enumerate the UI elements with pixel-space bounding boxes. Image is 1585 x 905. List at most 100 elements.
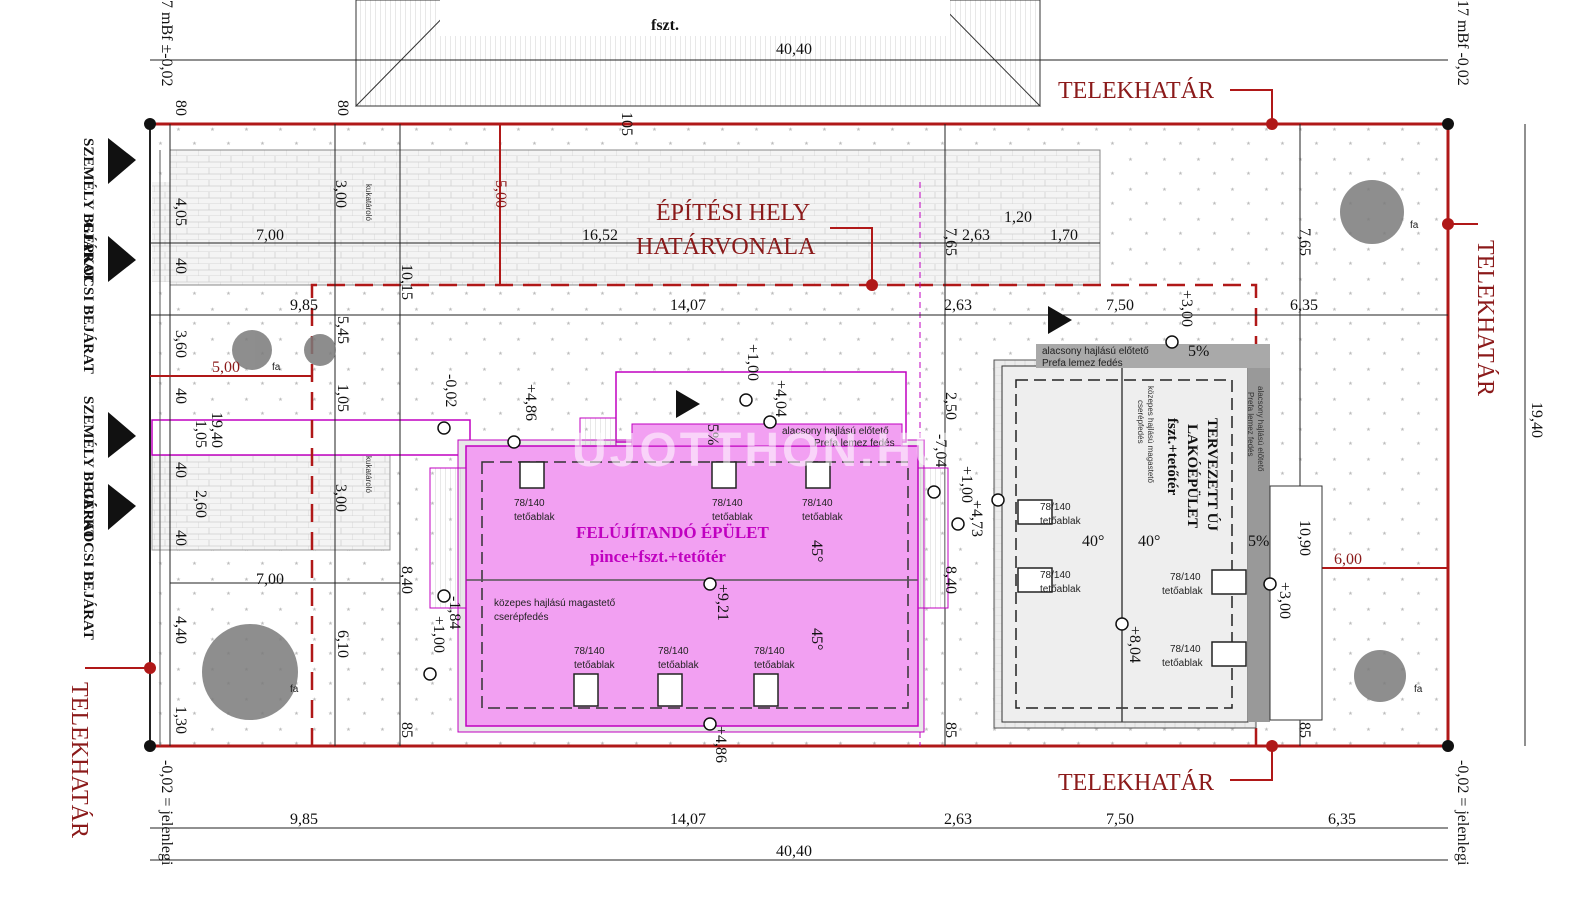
level-5: +9,21 bbox=[714, 584, 731, 621]
dim-seg-d-mid: 7,50 bbox=[1106, 297, 1134, 314]
new-building-title-3: fszt.+tetőtér bbox=[1164, 418, 1180, 496]
dim-10-90: 10,90 bbox=[1296, 520, 1313, 556]
level-1: +1,00 bbox=[744, 344, 761, 381]
level-2: +4,04 bbox=[772, 380, 789, 417]
dim-1-30: 1,30 bbox=[172, 706, 189, 734]
dim-8-40-a: 8,40 bbox=[398, 566, 415, 594]
skylight-size-2: 78/140 bbox=[712, 498, 743, 509]
dim-80-a: 80 bbox=[172, 100, 189, 116]
dim-seg-e-mid: 6,35 bbox=[1290, 297, 1318, 314]
entrance-label-3: SZEMÉLY BEJÁRAT bbox=[80, 396, 97, 540]
dim-85-c: 85 bbox=[1296, 722, 1313, 738]
trees bbox=[202, 180, 1406, 720]
dim-40-d: 40 bbox=[172, 530, 189, 546]
new-porch-side-2: Prefa lemez fedés bbox=[1246, 392, 1255, 456]
level-left-top: 7 mBf ±-0,02 bbox=[158, 0, 175, 87]
old-porch-label-1: alacsony hajlású előtető bbox=[782, 426, 889, 437]
dim-5-45: 5,45 bbox=[334, 316, 351, 344]
bin-label-2: kukatároló bbox=[364, 456, 373, 493]
skylight-word-8: tetőablak bbox=[1040, 584, 1082, 595]
dim-10-15: 10,15 bbox=[398, 264, 415, 300]
dim-1-20: 1,20 bbox=[1004, 209, 1032, 226]
dim-seg-a-mid: 9,85 bbox=[290, 297, 318, 314]
skylight-size-10: 78/140 bbox=[1170, 644, 1201, 655]
skylight-word-1: tetőablak bbox=[514, 512, 556, 523]
skylight-word-9: tetőablak bbox=[1162, 586, 1204, 597]
paving-left-1 bbox=[152, 182, 390, 282]
skylight-size-3: 78/140 bbox=[802, 498, 833, 509]
level-right-top: 17 mBf -0,02 bbox=[1454, 0, 1471, 86]
dim-2-60: 2,60 bbox=[192, 490, 209, 518]
dim-seg-e-bottom: 6,35 bbox=[1328, 811, 1356, 828]
new-porch-label-2: Prefa lemez fedés bbox=[1042, 358, 1123, 369]
tree-label-4: fa bbox=[272, 362, 281, 373]
corner-markers bbox=[144, 118, 1454, 752]
slope-45-a: 45° bbox=[808, 540, 825, 562]
building-zone-label-1: ÉPÍTÉSI HELY bbox=[656, 200, 810, 226]
dim-4-05: 4,05 bbox=[172, 198, 189, 226]
bin-label-1: kukatároló bbox=[364, 184, 373, 221]
old-porch-label-2: Prefa lemez fedés bbox=[814, 438, 895, 449]
new-roof-label-1: közepes hajlású magastető bbox=[1146, 386, 1155, 484]
dim-7-00-bottom: 7,00 bbox=[256, 571, 284, 588]
slope-5-c: 5% bbox=[1188, 343, 1209, 360]
level-12: +8,04 bbox=[1126, 626, 1143, 663]
dim-40-c: 40 bbox=[172, 462, 189, 478]
dim-seg-c-bottom: 2,63 bbox=[944, 811, 972, 828]
skylights-new bbox=[1017, 499, 1247, 667]
skylight-word-2: tetőablak bbox=[712, 512, 754, 523]
neighbour-building bbox=[354, 0, 1042, 107]
skylight-word-4: tetőablak bbox=[574, 660, 616, 671]
new-porch-label-1: alacsony hajlású előtető bbox=[1042, 346, 1149, 357]
dim-16-52: 16,52 bbox=[582, 227, 618, 244]
dim-3-00-a: 3,00 bbox=[332, 180, 349, 208]
tree-label-2: fa bbox=[1410, 220, 1419, 231]
skylight-word-6: tetőablak bbox=[754, 660, 796, 671]
dim-19-40-right: 19,40 bbox=[1528, 402, 1545, 438]
new-porch-side-1: alacsony hajlású előtető bbox=[1256, 386, 1265, 472]
dim-40-a: 40 bbox=[172, 258, 189, 274]
neighbour-building-label: fszt. bbox=[651, 17, 679, 34]
dim-2-63-top: 2,63 bbox=[962, 227, 990, 244]
dim-7-65-b: 7,65 bbox=[1296, 228, 1313, 256]
new-building-title-1: TERVEZETT ÚJ bbox=[1204, 418, 1221, 531]
level-3: +4,86 bbox=[522, 384, 539, 421]
dim-6-00: 6,00 bbox=[1334, 551, 1362, 568]
skylight-size-4: 78/140 bbox=[574, 646, 605, 657]
dim-1-70: 1,70 bbox=[1050, 227, 1078, 244]
dim-6-10: 6,10 bbox=[334, 630, 351, 658]
new-roof-label-2: cserépfedés bbox=[1136, 400, 1145, 444]
level-13: +3,00 bbox=[1276, 582, 1293, 619]
boundary-label-top: TELEKHATÁR bbox=[1058, 78, 1214, 104]
skylight-size-6: 78/140 bbox=[754, 646, 785, 657]
skylight-size-5: 78/140 bbox=[658, 646, 689, 657]
dim-seg-b-bottom: 14,07 bbox=[670, 811, 706, 828]
level-markers bbox=[423, 335, 1277, 731]
level-6: -1,84 bbox=[446, 596, 463, 629]
dim-1-05-b: 1,05 bbox=[334, 384, 351, 412]
level-14: +3,00 bbox=[1178, 290, 1195, 327]
skylight-size-1: 78/140 bbox=[514, 498, 545, 509]
dim-85-b: 85 bbox=[942, 722, 959, 738]
tree-label-1: fa bbox=[290, 684, 299, 695]
dim-1-05-a: 1,05 bbox=[192, 420, 209, 448]
dim-8-40-b: 8,40 bbox=[942, 566, 959, 594]
skylight-size-9: 78/140 bbox=[1170, 572, 1201, 583]
dim-total-bottom: 40,40 bbox=[776, 843, 812, 860]
entrance-arrows bbox=[108, 138, 136, 530]
skylight-word-10: tetőablak bbox=[1162, 658, 1204, 669]
old-building-subtitle: pince+fszt.+tetőtér bbox=[590, 547, 726, 566]
slope-40-a: 40° bbox=[1082, 533, 1104, 550]
dim-2-50: 2,50 bbox=[942, 392, 959, 420]
new-building-title-2: LAKÓÉPÜLET bbox=[1184, 424, 1201, 528]
dim-4-40: 4,40 bbox=[172, 616, 189, 644]
old-building-title: FELÚJÍTANDÓ ÉPÜLET bbox=[576, 523, 770, 542]
dim-80-b: 80 bbox=[334, 100, 351, 116]
dim-3-00-b: 3,00 bbox=[332, 484, 349, 512]
dim-total-top: 40,40 bbox=[776, 41, 812, 58]
dim-40-b: 40 bbox=[172, 388, 189, 404]
slope-5-a: 5% bbox=[704, 424, 721, 445]
slope-40-b: 40° bbox=[1138, 533, 1160, 550]
level-7: +1,00 bbox=[430, 616, 447, 653]
